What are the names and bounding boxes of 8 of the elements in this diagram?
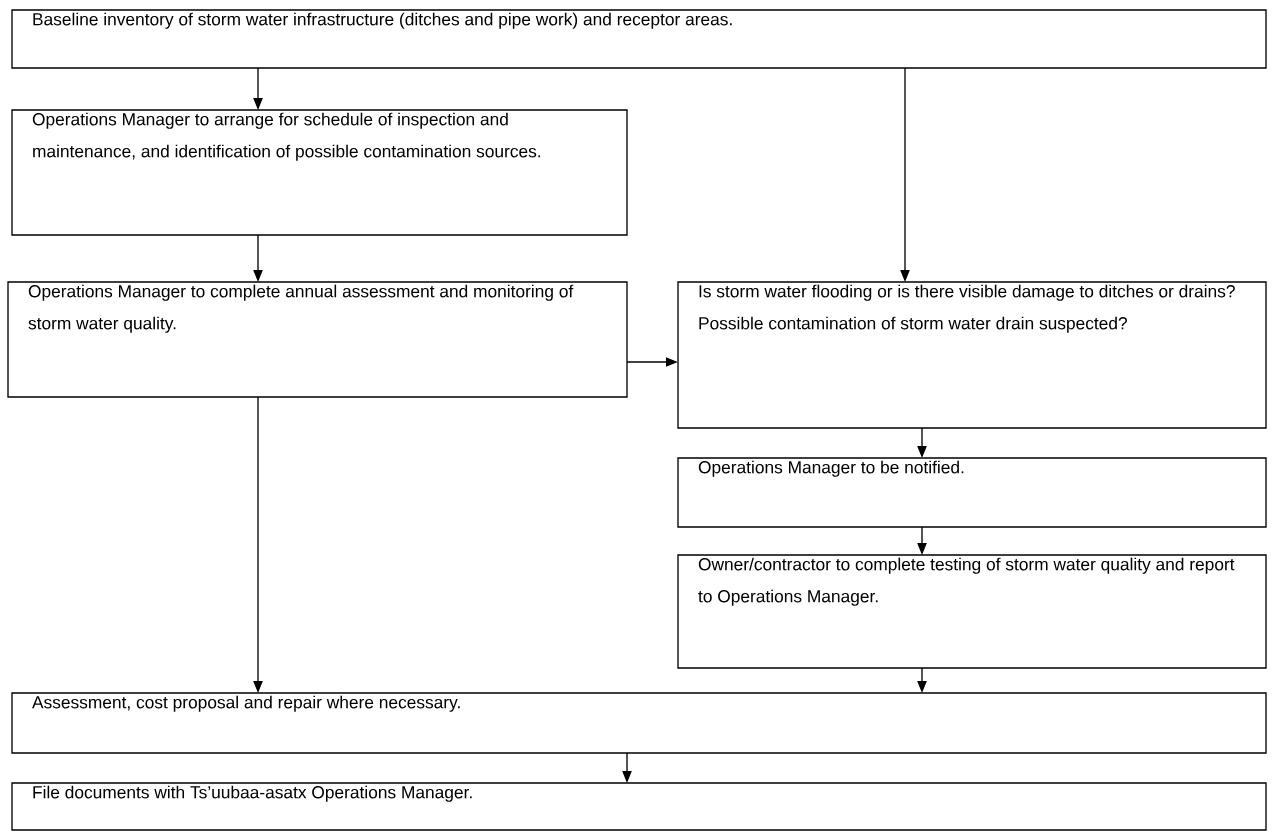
process-box: Operations Manager to be notified. (677, 457, 1267, 528)
process-box: Is storm water flooding or is there visible damage to ditches or drains? Possible contamination of storm water drain suspected? (677, 281, 1267, 429)
process-box: Assessment, cost proposal and repair where necessary. (11, 692, 1267, 754)
process-box: Operations Manager to arrange for schedule of inspection and maintenance, and identification of possible contamination sources. (11, 109, 628, 236)
process-box: Baseline inventory of storm water infrastructure (ditches and pipe work) and receptor areas. (11, 9, 1267, 69)
process-box: Owner/contractor to complete testing of storm water quality and report to Operations Manager. (677, 554, 1267, 669)
process-box: File documents with Ts’uubaa-asatx Operations Manager. (11, 782, 1267, 831)
process-box: Operations Manager to complete annual assessment and monitoring of storm water quality. (7, 281, 628, 398)
